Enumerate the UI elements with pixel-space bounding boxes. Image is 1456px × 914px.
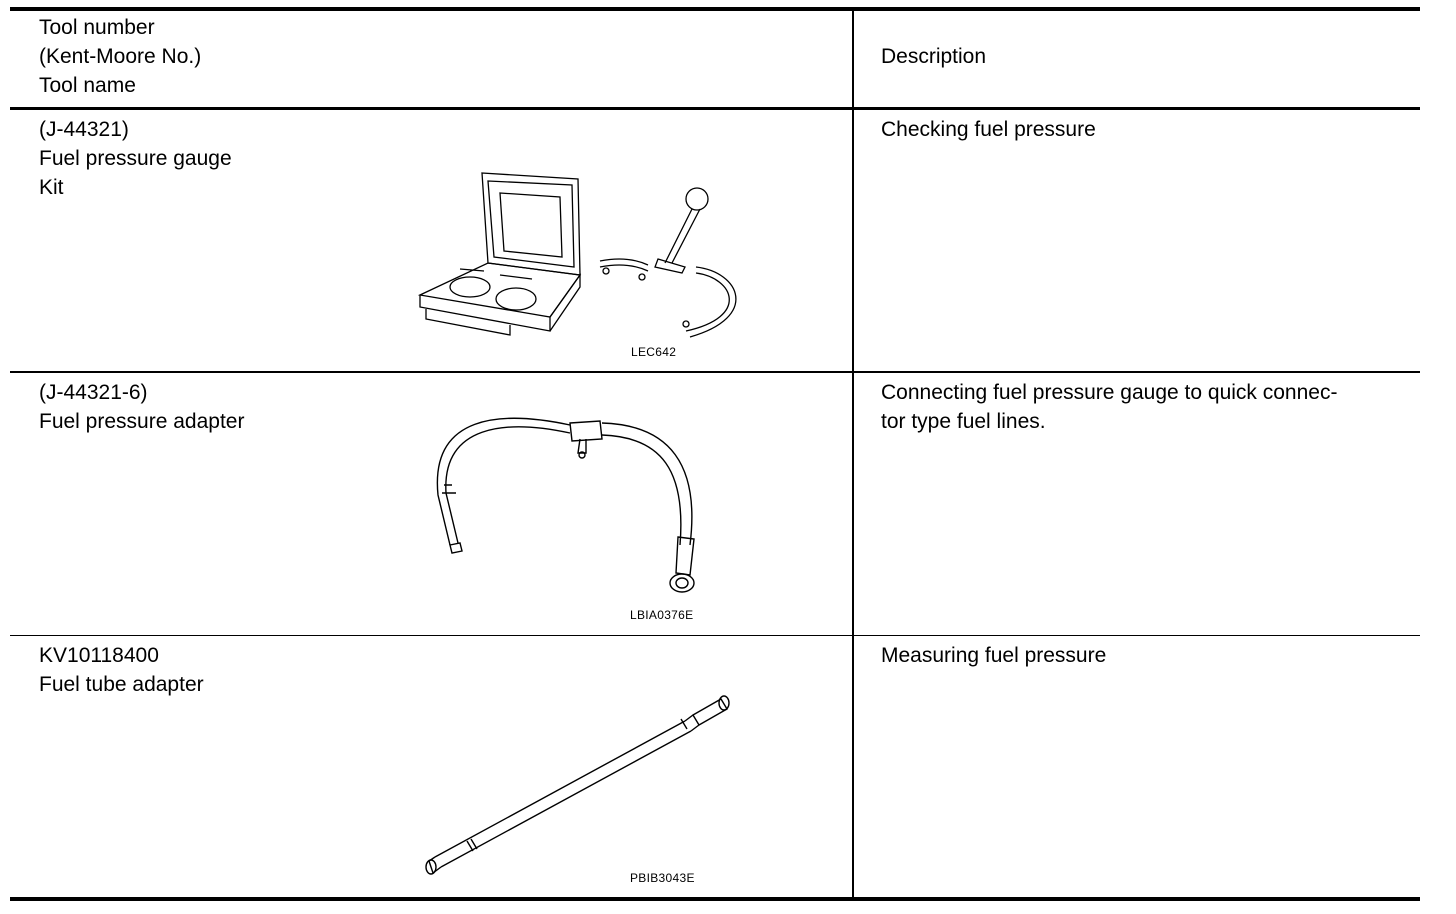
row-1-tool-name-2: Kit [39,176,64,199]
row-2-tool-number: (J-44321-6) [39,381,148,404]
row-1-description: Checking fuel pressure [881,118,1096,141]
figure-label-lbia0376e: LBIA0376E [630,608,694,622]
tool-table: Tool number (Kent-Moore No.) Tool name Des… [10,7,1420,903]
column-divider [852,11,854,897]
fuel-pressure-gauge-kit-illustration [417,172,737,338]
row-3-tool-name: Fuel tube adapter [39,673,204,696]
figure-label-lec642: LEC642 [631,345,677,359]
header-tool-number: Tool number [39,16,155,39]
row-2-description-line-1: Connecting fuel pressure gauge to quick … [881,381,1338,404]
table-top-rule [10,7,1420,11]
header-tool-column: Tool number (Kent-Moore No.) Tool name [39,13,201,100]
header-divider [10,107,1420,110]
row-divider-2 [10,635,1420,636]
row-3-tool-number: KV10118400 [39,644,159,667]
row-2-description: Connecting fuel pressure gauge to quick … [881,378,1337,436]
figure-label-pbib3043e: PBIB3043E [630,871,695,885]
row-1-tool-name: Fuel pressure gauge [39,147,232,170]
header-kent-moore-no: (Kent-Moore No.) [39,45,202,68]
row-1-tool-number: (J-44321) [39,118,129,141]
row-2-tool: (J-44321-6) Fuel pressure adapter [39,378,244,436]
row-3-description: Measuring fuel pressure [881,644,1107,667]
header-tool-name: Tool name [39,74,136,97]
row-2-description-line-2: tor type fuel lines. [881,410,1046,433]
row-2-tool-name: Fuel pressure adapter [39,410,245,433]
fuel-tube-adapter-illustration [425,695,730,875]
row-divider-1 [10,371,1420,373]
table-bottom-rule [10,897,1420,901]
fuel-pressure-adapter-hose-illustration [436,417,695,593]
header-description: Description [881,45,987,68]
